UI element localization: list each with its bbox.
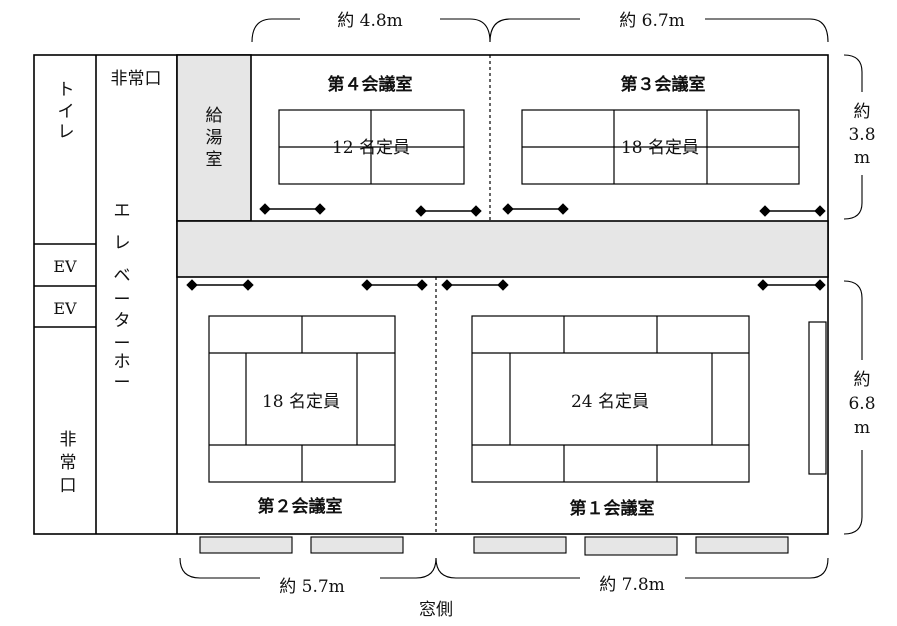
svg-text:口: 口 xyxy=(60,476,77,496)
svg-text:室: 室 xyxy=(206,150,223,170)
emergency-exit-bottom-label: 非 常 口 xyxy=(60,430,77,496)
room4-capacity: 12 名定員 xyxy=(332,138,410,158)
svg-text:3.8: 3.8 xyxy=(848,125,875,145)
dimension-bottom-right-label: 約 7.8m xyxy=(599,575,665,595)
room3-table xyxy=(521,109,800,185)
svg-text:レ: レ xyxy=(58,122,75,142)
door-room1-right xyxy=(757,279,826,291)
svg-text:ト: ト xyxy=(58,80,75,100)
room1-name: 第１会議室 xyxy=(570,498,655,519)
ev-label-1: EV xyxy=(53,257,77,276)
kitchen-label: 給 湯 室 xyxy=(206,106,223,170)
room3-capacity: 18 名定員 xyxy=(621,138,699,158)
svg-text:タ: タ xyxy=(114,311,131,331)
door-room2-left xyxy=(186,279,254,291)
window-4 xyxy=(584,536,678,556)
dimension-top-left-label: 約 4.8m xyxy=(337,11,403,31)
room1-capacity: 24 名定員 xyxy=(571,392,649,412)
window-1 xyxy=(199,536,293,554)
svg-text:ー: ー xyxy=(114,373,131,393)
dimension-right-bottom: 約 6.8 m xyxy=(843,280,876,535)
dimension-bottom-left: 約 5.7m xyxy=(179,557,437,597)
room4-name: 第４会議室 xyxy=(328,74,413,95)
room2-table xyxy=(208,315,396,483)
svg-text:約: 約 xyxy=(854,102,871,122)
svg-text:ー: ー xyxy=(114,290,131,310)
window-3 xyxy=(473,536,567,554)
dimension-bottom-left-label: 約 5.7m xyxy=(279,577,345,597)
window-5 xyxy=(695,536,789,554)
room2-name: 第２会議室 xyxy=(258,496,343,517)
elevator-hall-label: エ レ ベ ー タ ー ホ ー xyxy=(114,201,131,393)
building-outline xyxy=(33,54,829,535)
dimension-top-left: 約 4.8m xyxy=(251,11,491,43)
emergency-exit-top-label: 非常口 xyxy=(111,69,162,89)
room2-capacity: 18 名定員 xyxy=(262,392,340,412)
svg-text:6.8: 6.8 xyxy=(848,394,875,414)
svg-text:約: 約 xyxy=(854,370,871,390)
window-2 xyxy=(310,536,404,554)
svg-text:m: m xyxy=(854,418,870,438)
windows xyxy=(199,536,789,556)
svg-text:給: 給 xyxy=(206,106,223,126)
window-side-label: 窓側 xyxy=(419,600,453,620)
svg-text:エ: エ xyxy=(114,201,131,221)
room4-table xyxy=(278,109,465,185)
door-room1-left xyxy=(441,279,509,291)
svg-text:m: m xyxy=(854,148,870,168)
svg-text:イ: イ xyxy=(58,102,75,122)
room1-table xyxy=(471,315,750,483)
door-room3-left xyxy=(502,203,569,215)
svg-text:ホ: ホ xyxy=(114,352,131,372)
kitchen-room xyxy=(176,54,252,222)
ev-label-2: EV xyxy=(53,299,77,318)
toilet-label: ト イ レ xyxy=(58,80,75,142)
dimension-top-right-label: 約 6.7m xyxy=(619,11,685,31)
door-room2-right xyxy=(361,279,428,291)
svg-text:ベ: ベ xyxy=(114,266,131,286)
dimension-right-top: 約 3.8 m xyxy=(843,54,876,220)
svg-text:常: 常 xyxy=(60,453,77,473)
dimension-top-right: 約 6.7m xyxy=(489,11,829,43)
whiteboard xyxy=(808,321,827,475)
door-room4-left xyxy=(259,203,326,215)
dimension-bottom-right: 約 7.8m xyxy=(435,557,829,595)
doors xyxy=(186,203,826,291)
svg-text:ー: ー xyxy=(114,334,131,354)
svg-text:湯: 湯 xyxy=(206,128,223,148)
door-room3-right xyxy=(759,205,826,217)
room3-name: 第３会議室 xyxy=(621,74,706,95)
corridor xyxy=(176,220,829,278)
door-room4-right xyxy=(415,205,482,217)
svg-text:レ: レ xyxy=(114,233,131,253)
svg-text:非: 非 xyxy=(60,430,77,450)
